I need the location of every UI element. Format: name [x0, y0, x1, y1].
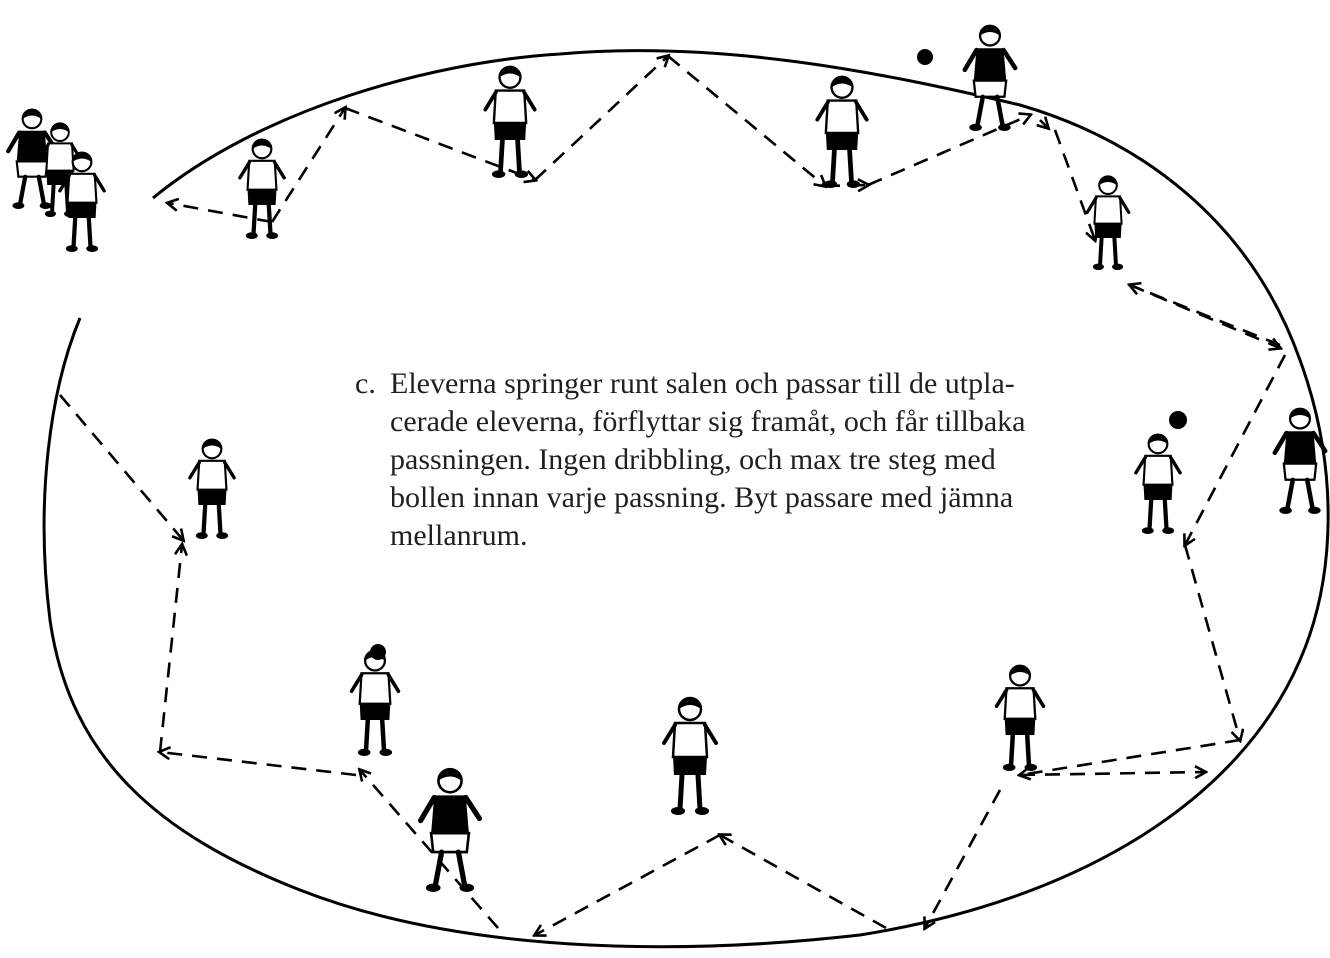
pass-lines	[59, 56, 1287, 935]
oval-track	[42, 49, 1330, 949]
caption-marker: c.	[355, 367, 376, 400]
caption-line: mellanrum.	[390, 519, 528, 552]
waiting-group	[8, 110, 104, 252]
drill-caption: c. Eleverna springer runt salen och pass…	[355, 365, 1055, 555]
balls	[370, 49, 1187, 660]
caption-line: cerade eleverna, förflyttar sig framåt, …	[390, 405, 1026, 438]
caption-line: Eleverna springer runt salen och passar …	[390, 367, 1015, 400]
caption-line: bollen innan varje passning. Byt passare…	[390, 481, 1014, 514]
caption-line: passningen. Ingen dribbling, och max tre…	[390, 443, 996, 476]
